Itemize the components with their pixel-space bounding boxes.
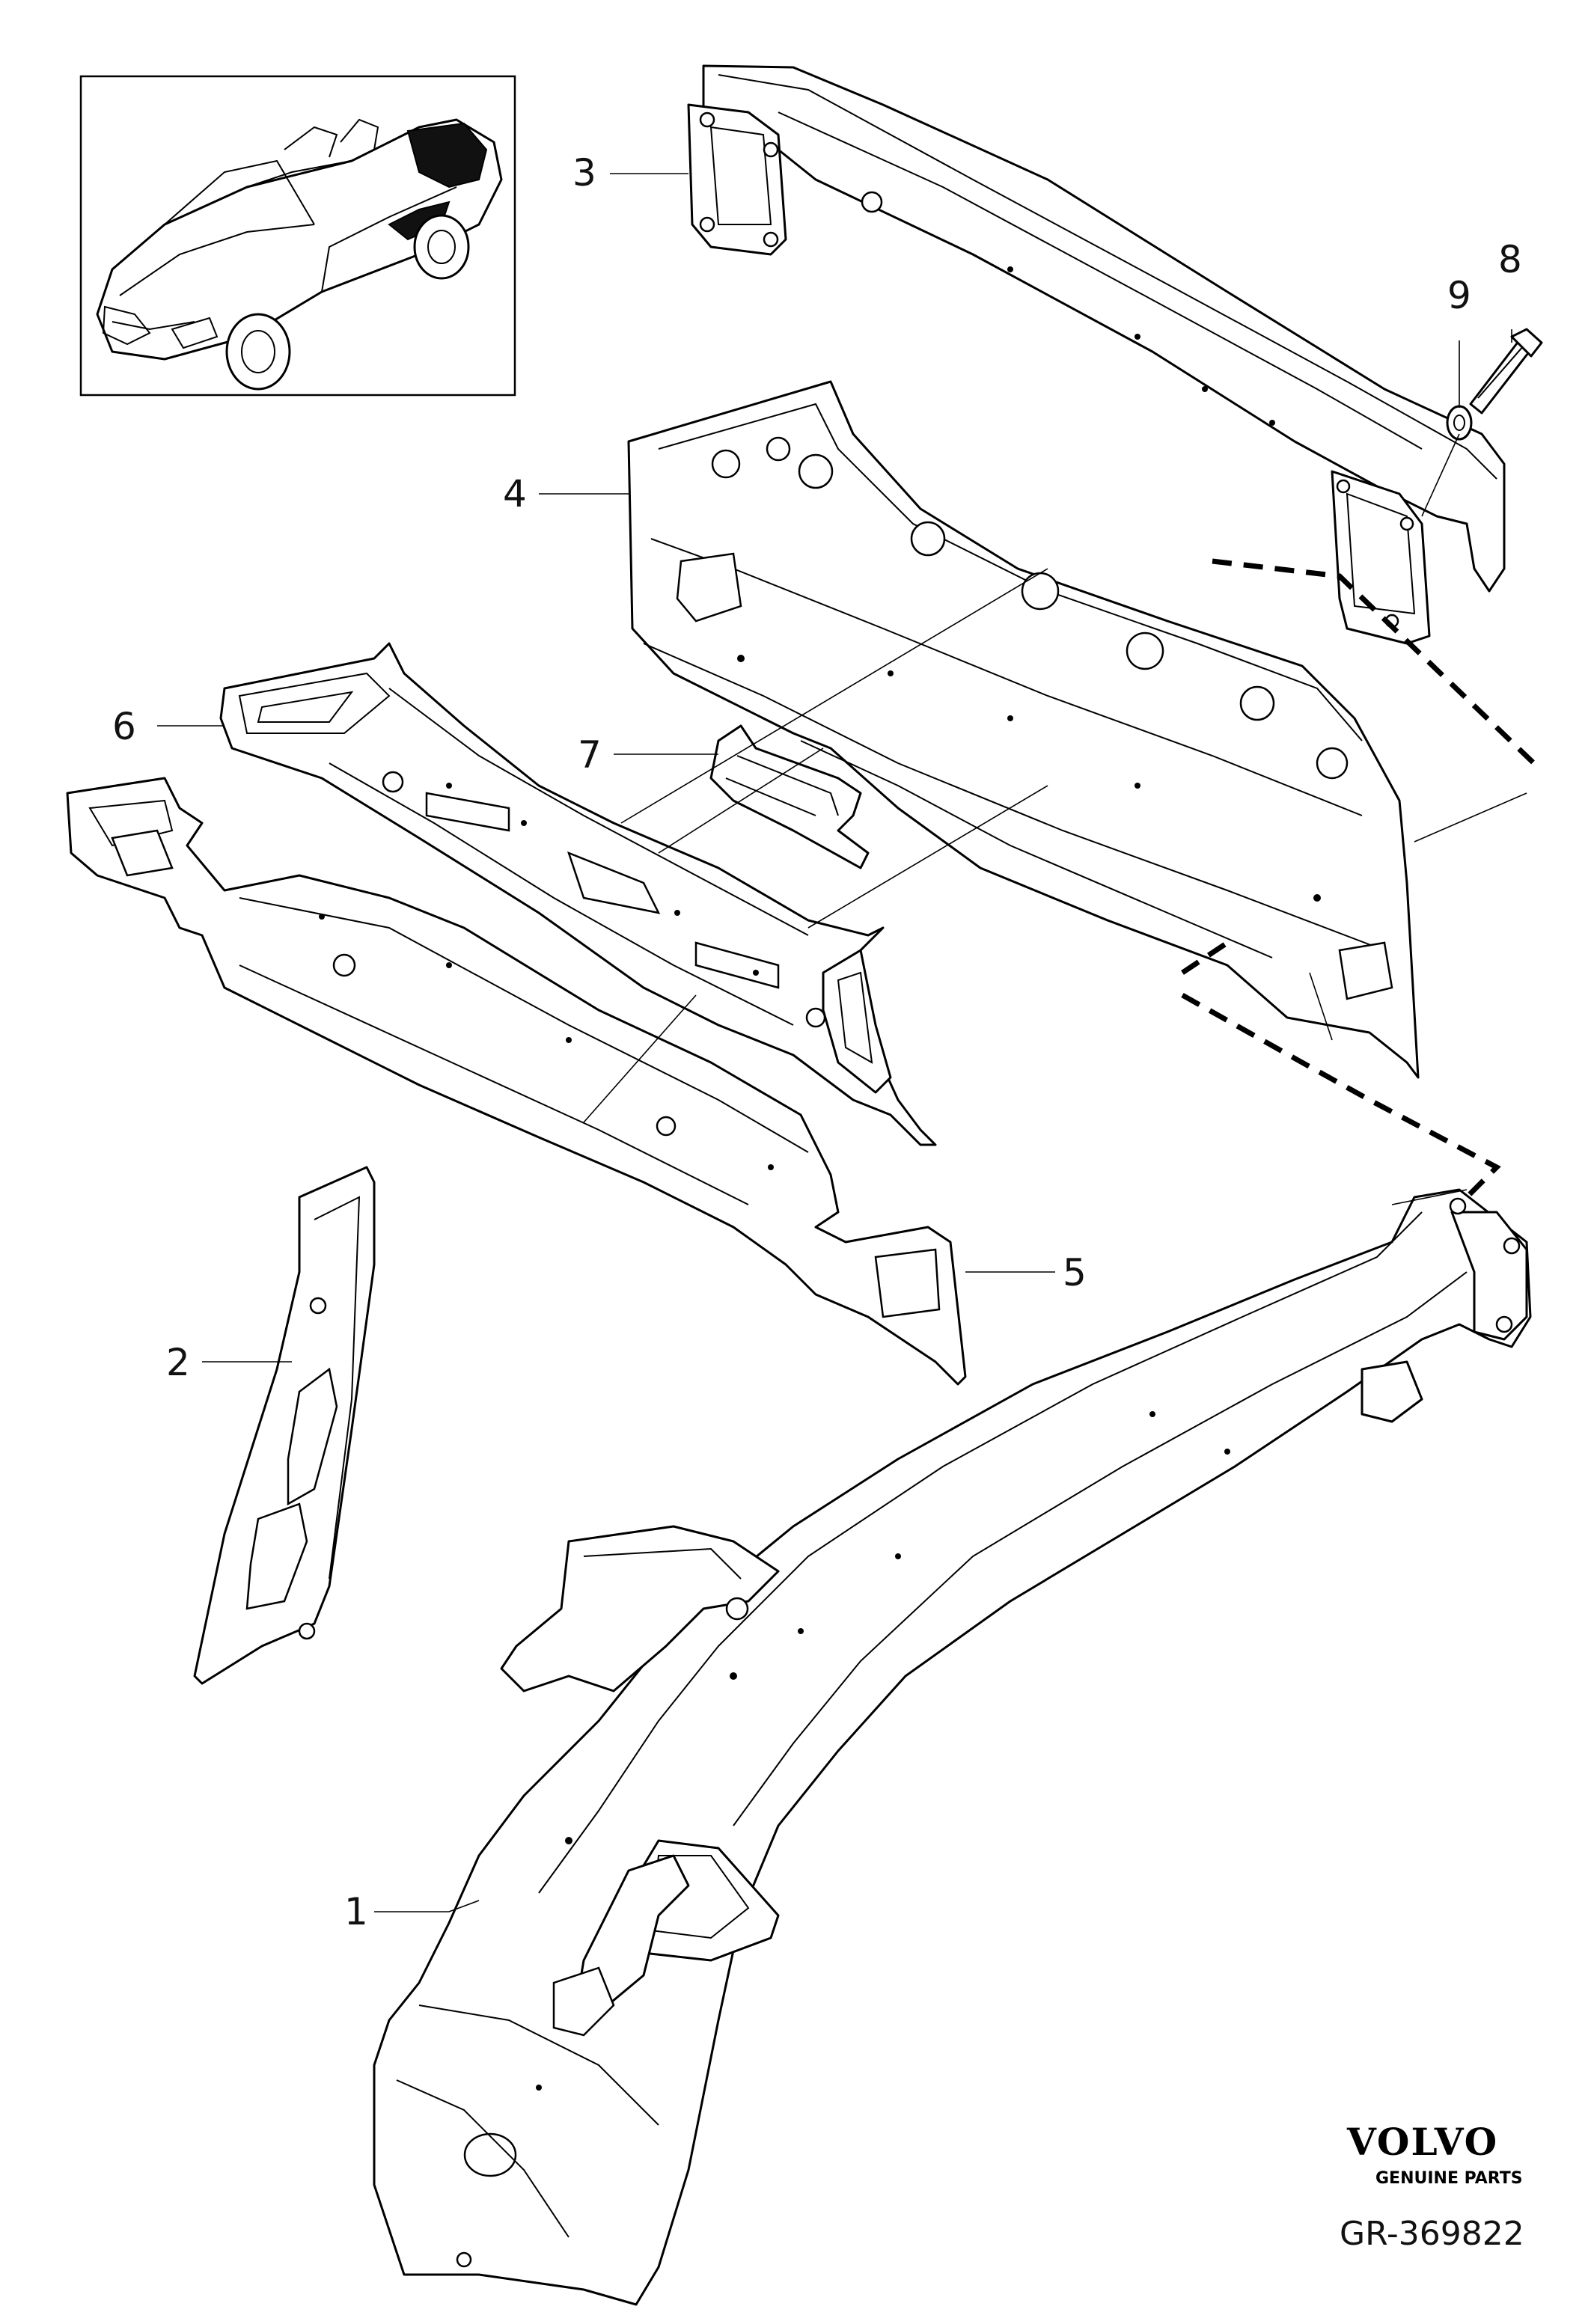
part-1-side-member [373, 1188, 1532, 2306]
part-4-rear-panel [627, 380, 1420, 1079]
part-7-bracket [709, 724, 870, 869]
callout-9: 9 [1447, 274, 1471, 317]
part-3-rear-crossmember [687, 64, 1506, 645]
callout-4: 4 [503, 472, 527, 516]
callout-leaders [157, 173, 1512, 1912]
callout-5: 5 [1063, 1251, 1087, 1294]
document-reference: GR-369822 [1340, 2215, 1524, 2253]
callout-6: 6 [112, 705, 136, 748]
callout-1: 1 [344, 1890, 368, 1933]
part-6-inner-crossmember [219, 642, 937, 1146]
part-5-lower-crossmember [66, 777, 967, 1386]
callout-7: 7 [578, 733, 602, 777]
callout-2: 2 [166, 1341, 190, 1384]
callout-3: 3 [572, 151, 596, 195]
part-8-bolt [1469, 328, 1543, 415]
brand-tagline: GENUINE PARTS [1375, 2169, 1523, 2188]
locator-inset [79, 75, 516, 397]
assembly-guides [583, 433, 1544, 1205]
brand-logo: VOLVO [1346, 2120, 1498, 2164]
callout-8: 8 [1498, 238, 1522, 281]
convertible-car-icon [96, 118, 503, 391]
part-2-side-reinforcement [193, 1166, 376, 1685]
callout-labels: 1 2 3 4 5 6 7 8 9 [112, 151, 1522, 1933]
brand-block: VOLVO GENUINE PARTS GR-369822 [1340, 2120, 1524, 2253]
